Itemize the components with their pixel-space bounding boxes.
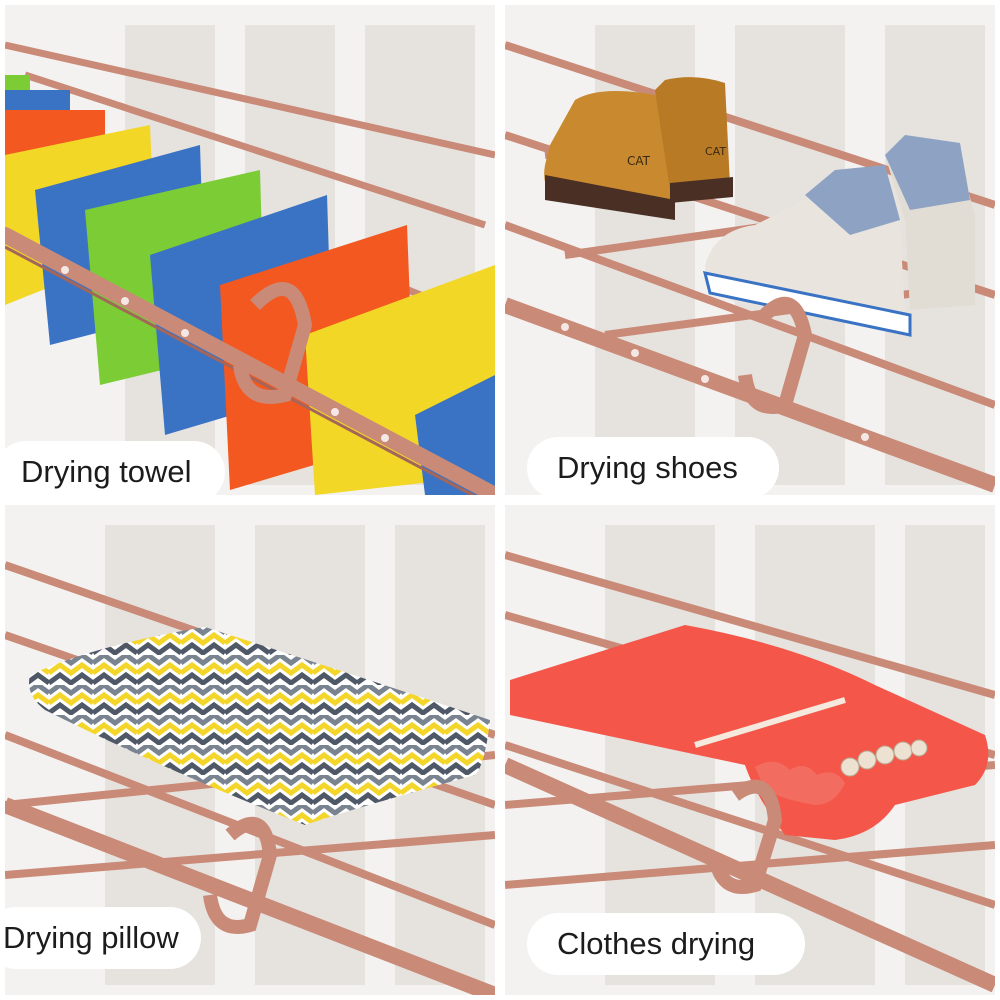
rail-hook — [203, 816, 278, 934]
sneaker-right-collar — [885, 135, 970, 210]
rail-hook — [738, 296, 813, 414]
boot-left-sole — [545, 175, 675, 220]
pillow — [29, 627, 490, 825]
caption-drying-shoes: Drying shoes — [527, 437, 779, 495]
rail-hook — [708, 779, 783, 894]
boot-right — [655, 77, 730, 190]
clothes-rack-illustration — [505, 505, 995, 995]
boot-left — [544, 91, 675, 210]
red-garment — [510, 625, 989, 840]
garment-strap — [694, 697, 846, 748]
caption-clothes-drying: Clothes drying — [527, 913, 805, 975]
caption-drying-pillow: Drying pillow — [5, 907, 201, 969]
panel-drying-pillow: Drying pillow — [5, 505, 495, 995]
boot-right-sole — [670, 177, 733, 203]
sneaker-left-sole — [702, 271, 912, 337]
panel-drying-towel: Drying towel — [5, 5, 495, 495]
rail-hook — [233, 282, 313, 404]
garment-ruffle — [755, 761, 845, 805]
boot-logo-left: CAT — [627, 154, 651, 168]
panel-drying-shoes: CAT CAT Drying shoes — [505, 5, 995, 495]
boot-logo-right: CAT — [705, 145, 726, 158]
sneaker-left-collar — [805, 165, 900, 235]
caption-drying-towel: Drying towel — [5, 441, 225, 495]
garment-rosettes — [840, 739, 928, 777]
towel-rack-illustration — [5, 5, 495, 495]
panel-clothes-drying: Clothes drying — [505, 505, 995, 995]
shoes-rack-illustration: CAT CAT — [505, 5, 995, 495]
